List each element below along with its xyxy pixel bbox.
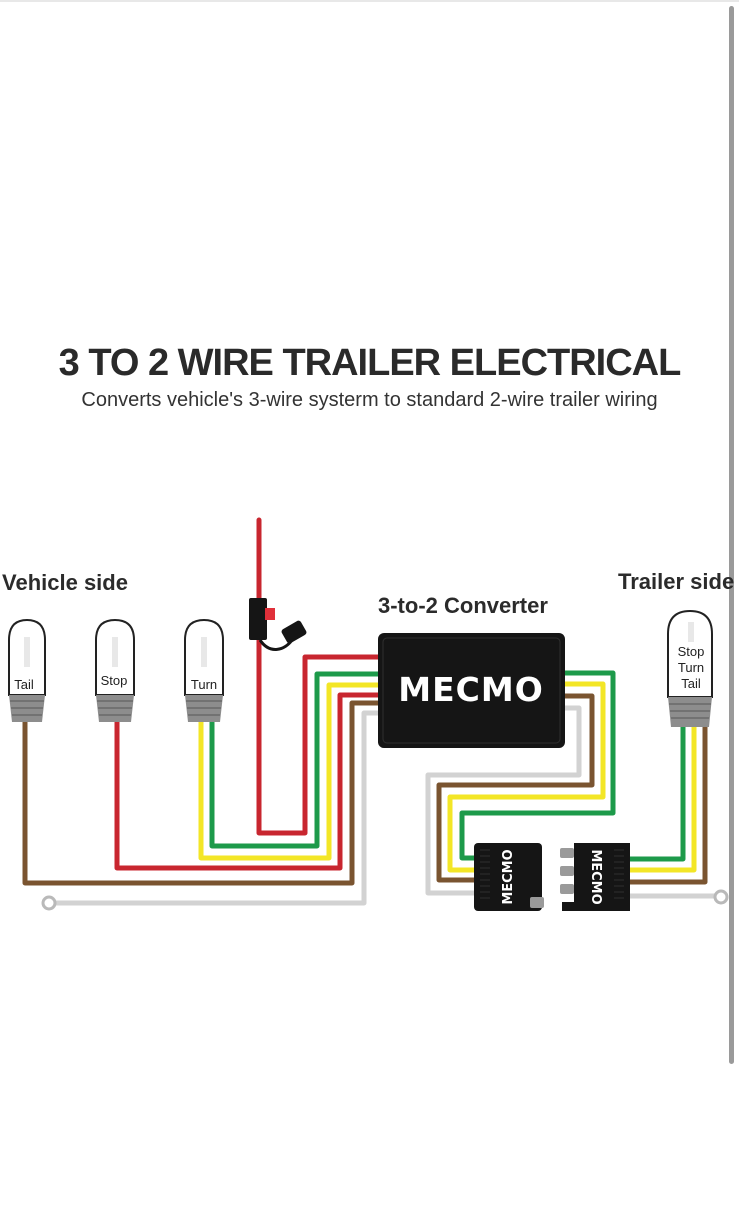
red-stop-wire-vehicle	[114, 692, 383, 871]
yellow-wire-trailer	[627, 724, 697, 873]
turn-bulb-vehicle: Turn	[184, 618, 224, 722]
brown-wire-output	[436, 693, 595, 883]
converter-brand-text: MECMO	[398, 670, 544, 709]
ground-terminal-trailer	[713, 889, 729, 905]
ground-terminal-vehicle	[41, 895, 57, 911]
plug-brand-text-vehicle: MECMO	[501, 849, 516, 904]
green-wire-output	[459, 670, 616, 861]
yellow-wire-output	[447, 681, 606, 873]
tail-bulb-label: Tail	[14, 677, 34, 692]
vehicle-side-label: Vehicle side	[2, 570, 128, 595]
turn-bulb-label: Turn	[191, 677, 217, 692]
green-wire-vehicle	[209, 671, 383, 849]
white-ground-wire-vehicle	[47, 710, 383, 906]
top-divider	[0, 0, 739, 2]
page-title: 3 TO 2 WIRE TRAILER ELECTRICAL	[58, 342, 682, 384]
converter-box: MECMO	[378, 633, 565, 748]
converter-label: 3-to-2 Converter	[378, 593, 548, 618]
fuse-holder-icon	[249, 598, 307, 651]
stop-bulb-label: Stop	[101, 673, 128, 688]
stop-turn-tail-bulb-trailer: Stop Turn Tail	[667, 609, 713, 727]
stop-bulb-vehicle: Stop	[95, 618, 135, 722]
page-subtitle: Converts vehicle's 3-wire systerm to sta…	[81, 389, 658, 411]
trailer-bulb-line-turn: Turn	[678, 660, 704, 675]
scrollbar[interactable]	[729, 6, 734, 1064]
plug-brand-text-trailer: MECMO	[588, 849, 603, 904]
white-wire-output	[425, 705, 582, 896]
trailer-bulb-line-stop: Stop	[678, 644, 705, 659]
flat4-plug-trailer: MECMO	[560, 843, 630, 911]
tail-bulb-vehicle: Tail	[8, 618, 46, 722]
trailer-side-label: Trailer side	[618, 569, 735, 594]
green-wire-trailer	[627, 724, 686, 862]
yellow-turn-wire-vehicle	[198, 682, 383, 861]
flat4-plug-vehicle: MECMO	[474, 843, 544, 911]
trailer-bulb-line-tail: Tail	[681, 676, 701, 691]
red-power-wire	[256, 517, 383, 836]
brown-wire-trailer	[627, 724, 708, 885]
brown-tail-wire-vehicle	[22, 700, 383, 886]
